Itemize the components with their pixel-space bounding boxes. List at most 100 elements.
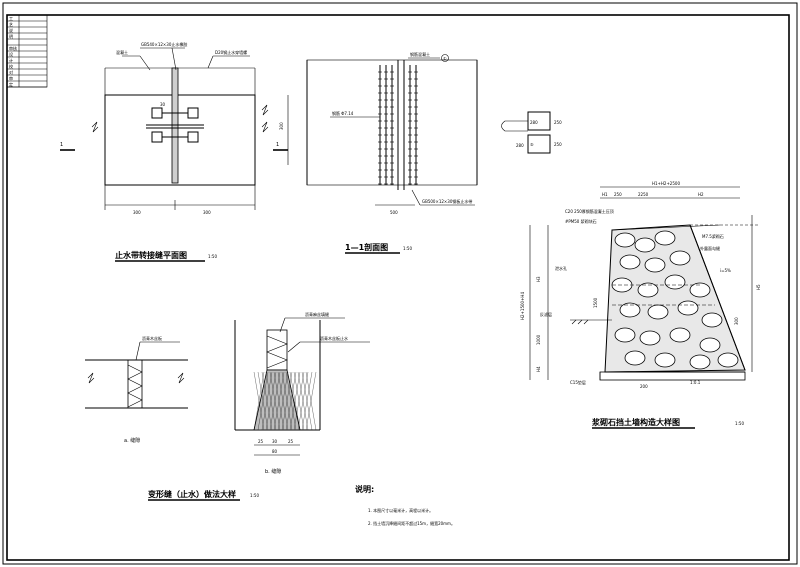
joint-scale: 1:50 — [250, 493, 259, 498]
section-dim-300: 300 — [279, 122, 284, 130]
section-circle-mark: ① — [443, 56, 447, 61]
wall-top-sub-3: H2 — [698, 192, 704, 197]
wall-top-dim: H1+H2+2500 — [652, 181, 680, 186]
wall-top-sub-1: 250 — [614, 192, 622, 197]
wall-stone — [637, 282, 659, 298]
title-block-cell: 校 — [9, 63, 13, 69]
wall-left-dim-4: 1500 — [593, 297, 598, 308]
rebar-right-bottom: 250 — [554, 142, 562, 147]
joint-b-dim-1: 30 — [272, 439, 278, 444]
joint-b-label-top: 沥青麻丝填缝 — [305, 311, 329, 317]
wall-stone — [664, 274, 686, 290]
wall-left-dim-2: 1000 — [536, 334, 541, 345]
wall-title: 浆砌石挡土墙构造大样图 — [591, 417, 680, 427]
wall-stone — [647, 304, 669, 320]
title-block-cell: 设 — [9, 51, 13, 57]
section-title: 1—1剖面图 — [345, 242, 388, 252]
plan-dim-left: 300 — [133, 210, 141, 215]
wall-base-dim: 200 — [640, 384, 648, 389]
rebar-right-top: 250 — [554, 120, 562, 125]
section-dim-500: 500 — [390, 210, 398, 215]
wall-label-6: 反滤层 — [540, 311, 552, 317]
rebar-detail: 280 ⑤ 280 250 250 — [501, 111, 562, 154]
wall-stone — [624, 350, 646, 366]
sheet-inner-border — [6, 14, 790, 561]
wall-stone — [614, 232, 636, 248]
wall-label-2: M7.5浆砌石 — [702, 233, 724, 239]
joint-a-caption: a. 缝隙 — [124, 437, 140, 444]
wall-stone — [701, 312, 723, 328]
wall-stone — [619, 254, 641, 270]
wall-label-5: i=5% — [720, 268, 731, 273]
plan-label-pipe: GB540×12×30止水橡胶 — [141, 41, 187, 47]
section-label-bar: 钢筋 Φ7.14 — [332, 110, 354, 116]
title-block-cell: 明 — [9, 34, 13, 39]
title-block-cell: 审 — [9, 75, 13, 81]
title-block-cell: 说 — [9, 27, 13, 33]
notes: 说明: 1. 本图尺寸以毫米计，高程以米计。 2. 挡土墙沉降缝间距不超过15m… — [355, 484, 455, 526]
plan-scale: 1:50 — [208, 254, 217, 259]
wall-stone — [634, 237, 656, 253]
title-block-cell: 计 — [9, 57, 13, 63]
rebar-bottom-val: 280 — [516, 143, 524, 148]
wall-stone — [689, 354, 711, 370]
wall-label-7: C15垫层 — [570, 379, 586, 385]
joint-b-dim-2: 25 — [288, 439, 294, 444]
wall-stone — [677, 300, 699, 316]
joint-a-label: 沥青木丝板 — [142, 335, 162, 341]
plan-section-mark-right: 1 — [276, 142, 279, 148]
plan-label-concrete: 混凝土 — [116, 49, 128, 55]
joint-a-detail: 沥青木丝板 a. 缝隙 — [85, 335, 188, 444]
section-label-bottom: GB500×12×30钢板止水带 — [422, 198, 472, 204]
wall-label-1: #PM50 浆砌块石 — [565, 218, 597, 224]
section-label-top: 钢筋混凝土 — [410, 51, 430, 57]
plan-section-mark-left: 1 — [60, 142, 63, 148]
plan-outline — [104, 94, 256, 186]
wall-stone — [689, 282, 711, 298]
plan-title: 止水带转接缝平面图 — [115, 250, 187, 260]
wall-right-dim-0: H5 — [756, 284, 761, 290]
rebar-mark-bottom: ⑤ — [530, 142, 534, 147]
title-block-cell: 审核 — [9, 45, 17, 51]
wall-left-dim-0: H3 — [536, 276, 541, 282]
rebar-top-val: 280 — [530, 120, 538, 125]
wall-stone — [644, 257, 666, 273]
joint-b-label-mid: 沥青木丝板止水 — [320, 335, 348, 341]
section-view: 300 钢筋混凝土 ① 钢筋 Φ7.14 GB500×12×30钢板止水带 50… — [261, 51, 478, 254]
plan-dim-30: 30 — [160, 102, 166, 107]
wall-stone — [669, 250, 691, 266]
joint-b-dim-0: 25 — [258, 439, 264, 444]
wall-left-dim-1: H2+1500+H4 — [520, 292, 525, 320]
wall-stone — [639, 330, 661, 346]
retaining-wall-detail: H1+H2+2500 H1 250 2250 H2 H3 H2+1500+H4 … — [520, 181, 761, 429]
wall-stone — [619, 302, 641, 318]
wall-stone — [654, 352, 676, 368]
title-block-cell: 对 — [9, 69, 13, 75]
plan-view: 30 混凝土 GB540×12×30止水橡胶 D20钢止水穿墙螺 1 1 300… — [60, 41, 288, 262]
wall-label-3: 外露面勾缝 — [700, 245, 720, 251]
notes-item-1: 1. 本图尺寸以毫米计，高程以米计。 — [368, 507, 433, 513]
plan-dim-right: 300 — [203, 210, 211, 215]
joint-b-caption: b. 缝隙 — [265, 468, 281, 475]
wall-slope: 1:0.1 — [690, 380, 701, 385]
wall-stone — [654, 230, 676, 246]
wall-top-sub-2: 2250 — [638, 192, 649, 197]
joint-b-detail: 沥青麻丝填缝 沥青木丝板止水 25 30 25 80 b. 缝隙 — [234, 311, 370, 475]
wall-left-dim-3: H4 — [536, 366, 541, 372]
joint-title: 变形缝（止水）做法大样 — [148, 489, 236, 499]
wall-top-sub-0: H1 — [602, 192, 608, 197]
wall-scale: 1:50 — [735, 421, 744, 426]
wall-stone — [614, 327, 636, 343]
joint-b-dim-total: 80 — [272, 449, 278, 454]
wall-stone — [717, 352, 739, 368]
title-block-cell: 工 — [9, 16, 13, 21]
notes-item-2: 2. 挡土墙沉降缝间距不超过15m，缝宽20mm。 — [368, 520, 455, 526]
notes-heading: 说明: — [355, 484, 374, 494]
plan-label-waterstop: D20钢止水穿墙螺 — [215, 49, 247, 55]
wall-stone — [669, 327, 691, 343]
wall-right-dim-1: 300 — [734, 317, 739, 325]
wall-stone — [699, 337, 721, 353]
wall-label-4: 泄水孔 — [555, 265, 567, 271]
